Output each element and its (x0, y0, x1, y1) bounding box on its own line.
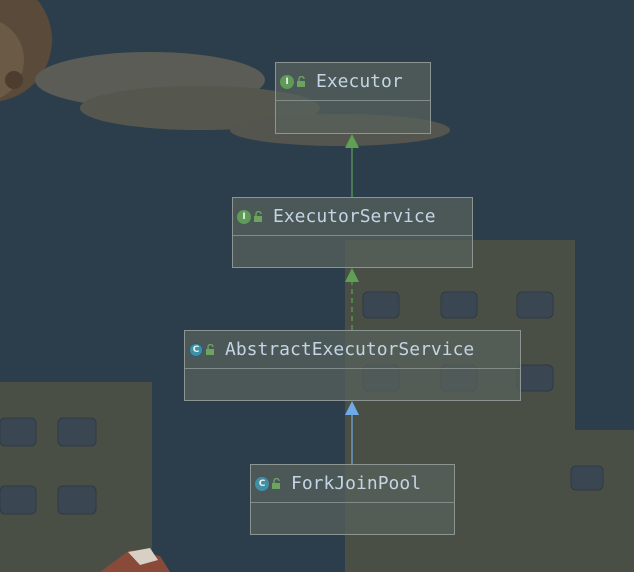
node-header: I Executor (276, 63, 430, 101)
node-fork-join-pool[interactable]: C ForkJoinPool (250, 464, 455, 535)
interface-icon: I (280, 74, 294, 89)
open-lock-icon (272, 478, 280, 489)
open-lock-icon (297, 76, 305, 87)
arrowhead (345, 401, 359, 415)
arrowhead (345, 134, 359, 148)
node-header: C ForkJoinPool (251, 465, 454, 503)
node-title: Executor (316, 71, 403, 92)
open-lock-icon (206, 344, 214, 355)
class-icon: C (255, 476, 269, 491)
node-title: AbstractExecutorService (225, 339, 475, 360)
node-executor[interactable]: I Executor (275, 62, 431, 134)
interface-icon: I (237, 209, 251, 224)
node-executor-service[interactable]: I ExecutorService (232, 197, 473, 268)
node-title: ExecutorService (273, 206, 436, 227)
node-abstract-executor-service[interactable]: C AbstractExecutorService (184, 330, 521, 401)
node-header: C AbstractExecutorService (185, 331, 520, 369)
arrowhead (345, 268, 359, 282)
open-lock-icon (254, 211, 262, 222)
node-title: ForkJoinPool (291, 473, 422, 494)
node-header: I ExecutorService (233, 198, 472, 236)
building-left (0, 382, 152, 572)
abstract-class-icon: C (189, 342, 203, 357)
